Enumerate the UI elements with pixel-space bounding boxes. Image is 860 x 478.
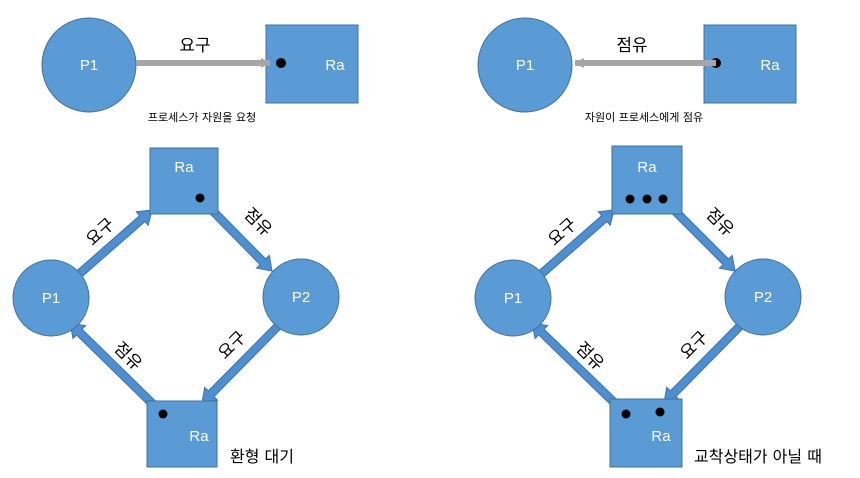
- arrow-p1-request-top-ra: [536, 209, 615, 279]
- node-label-p1: P1: [516, 57, 534, 74]
- caption-request: 프로세스가 자원을 요청: [148, 111, 256, 124]
- arrow-bottom-ra-hold-p1: [531, 322, 630, 418]
- arrow-p1-request-top-ra: [74, 209, 153, 279]
- block-arrow-shape: [69, 322, 167, 418]
- title-circular-wait: 환형 대기: [230, 447, 294, 466]
- node-label-p1: P1: [80, 57, 98, 74]
- resource-node-ra-top: [611, 145, 683, 215]
- resource-instance-dot: [621, 409, 631, 419]
- title-not-deadlock: 교착상태가 아닐 때: [694, 447, 822, 466]
- process-node-p1: [477, 17, 573, 113]
- resource-node-ra-bottom: [609, 398, 683, 468]
- resource-instance-dot: [655, 407, 665, 417]
- hold-example: P1 Ra 점유 자원이 프로세스에게 점유: [477, 17, 797, 124]
- arrow-bottom-ra-hold-p1: [69, 322, 167, 418]
- node-label-ra: Ra: [760, 57, 780, 74]
- resource-instance-dot: [195, 193, 205, 203]
- node-label-p1: P1: [504, 290, 522, 307]
- node-label-ra: Ra: [189, 428, 209, 445]
- process-node-p2: [724, 258, 802, 336]
- caption-hold: 자원이 프로세스에게 점유: [585, 111, 703, 124]
- process-node-p1: [12, 259, 90, 337]
- hold-label: 점유: [616, 36, 647, 56]
- request-label: 요구: [179, 36, 210, 56]
- not-deadlock-graph: Ra Ra P1 P2 요구 점유 요구 점유 교착상태가 아닐 때: [474, 145, 822, 468]
- block-arrow-shape: [74, 209, 153, 279]
- process-node-p2: [262, 258, 340, 336]
- node-label-p1: P1: [42, 290, 60, 307]
- node-label-p2: P2: [754, 289, 772, 306]
- resource-instance-dot: [642, 194, 652, 204]
- node-label-ra: Ra: [325, 57, 345, 74]
- node-label-ra: Ra: [651, 428, 671, 445]
- resource-node-ra-top: [149, 147, 219, 215]
- process-node-p1: [474, 259, 552, 337]
- resource-instance-dot: [158, 409, 168, 419]
- node-label-ra: Ra: [637, 159, 657, 176]
- block-arrow-shape: [531, 322, 630, 418]
- circular-wait-graph: Ra Ra P1 P2 요구 점유 요구 점유 환형 대기: [12, 147, 340, 468]
- block-arrow-shape: [536, 209, 615, 279]
- node-label-ra: Ra: [174, 159, 194, 176]
- request-example: P1 Ra 요구 프로세스가 자원을 요청: [41, 17, 359, 124]
- resource-instance-dot: [625, 194, 635, 204]
- hold-label: 점유: [239, 204, 275, 240]
- resource-node-ra-bottom: [146, 400, 218, 468]
- hold-label: 점유: [701, 204, 737, 240]
- node-label-p2: P2: [292, 289, 310, 306]
- resource-instance-dot: [276, 58, 286, 68]
- resource-instance-dot: [658, 194, 668, 204]
